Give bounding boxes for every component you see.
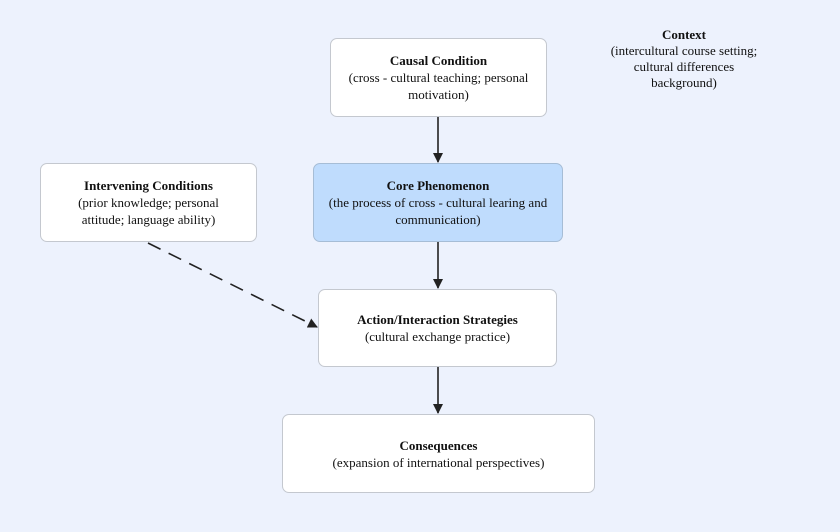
node-detail: (the process of cross - cultural learing… bbox=[328, 195, 548, 227]
node-title: Causal Condition bbox=[389, 53, 488, 68]
node-title: Core Phenomenon bbox=[386, 178, 490, 193]
context-note: Context (intercultural course setting; c… bbox=[600, 27, 768, 91]
node-title: Action/Interaction Strategies bbox=[357, 312, 518, 327]
node-detail: (expansion of international perspectives… bbox=[332, 454, 545, 470]
node-intervening-conditions: Intervening Conditions (prior knowledge;… bbox=[40, 163, 257, 242]
node-title: Intervening Conditions bbox=[84, 178, 213, 193]
node-consequences: Consequences (expansion of international… bbox=[282, 414, 595, 493]
node-action-interaction-strategies: Action/Interaction Strategies (cultural … bbox=[318, 289, 557, 367]
node-detail: (prior knowledge; personal attitude; lan… bbox=[78, 195, 219, 227]
node-detail: (cross - cultural teaching; personal mot… bbox=[348, 70, 529, 102]
context-detail: (intercultural course setting; cultural … bbox=[610, 43, 758, 90]
node-title: Consequences bbox=[399, 437, 478, 453]
context-title: Context bbox=[661, 27, 707, 42]
edge-intervening-to-action-dashed bbox=[147, 242, 318, 328]
node-causal-condition: Causal Condition (cross - cultural teach… bbox=[330, 38, 547, 117]
node-detail: (cultural exchange practice) bbox=[364, 329, 511, 344]
node-core-phenomenon: Core Phenomenon (the process of cross - … bbox=[313, 163, 563, 242]
